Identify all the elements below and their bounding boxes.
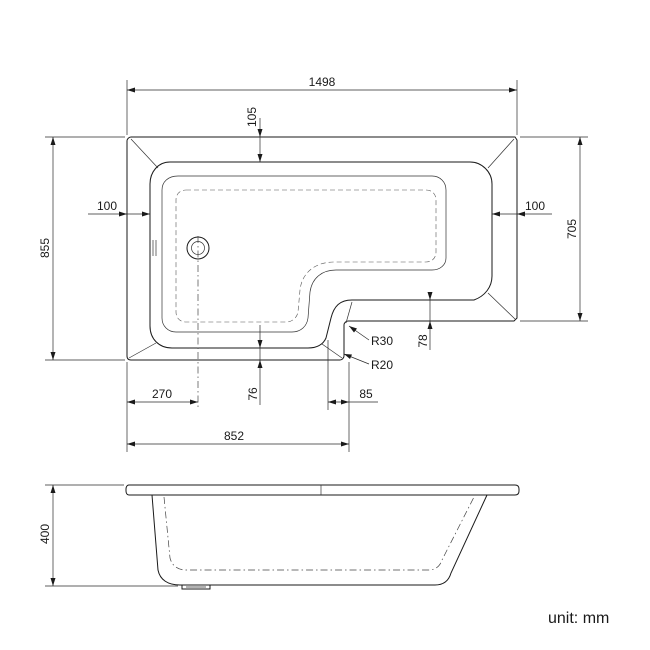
dim-shower-end-width: 705 <box>565 219 579 239</box>
dim-depth: 400 <box>38 524 52 544</box>
label-inner-radius: R20 <box>371 358 393 372</box>
dim-waste-offset: 270 <box>152 387 172 401</box>
rim-chamfer <box>487 138 515 169</box>
rim-chamfer <box>130 138 159 169</box>
dim-overall-length: 1498 <box>309 75 336 89</box>
side-foot <box>181 585 211 590</box>
plan-dimensions: 1498 855 705 105 100 100 78 <box>38 75 588 452</box>
dim-rim-right: 100 <box>525 199 545 213</box>
dim-overall-width: 855 <box>38 238 52 258</box>
side-dimensions: 400 <box>38 484 178 587</box>
bath-basin-outline <box>149 161 493 349</box>
rim-chamfer <box>128 342 157 359</box>
unit-label: unit: mm <box>548 610 609 627</box>
dim-rim-bottom: 76 <box>246 387 260 401</box>
bath-outer-rim <box>126 136 518 361</box>
dim-step-rim: 78 <box>416 334 430 348</box>
bath-floor-outline <box>161 175 447 333</box>
side-inner-profile <box>163 496 475 571</box>
label-outer-radius: R30 <box>371 334 393 348</box>
dim-step-position: 852 <box>224 429 244 443</box>
bath-inner-hidden-contour <box>175 189 437 323</box>
plan-view <box>126 136 518 410</box>
rim-chamfer <box>487 292 516 320</box>
side-body <box>151 494 488 586</box>
side-rim <box>125 484 520 496</box>
dim-rim-left: 100 <box>97 199 117 213</box>
dim-step-offset: 85 <box>359 387 373 401</box>
step-chamfer <box>321 343 343 359</box>
dim-rim-top: 105 <box>245 107 259 127</box>
side-view <box>125 484 520 590</box>
step-chamfer <box>345 301 353 324</box>
